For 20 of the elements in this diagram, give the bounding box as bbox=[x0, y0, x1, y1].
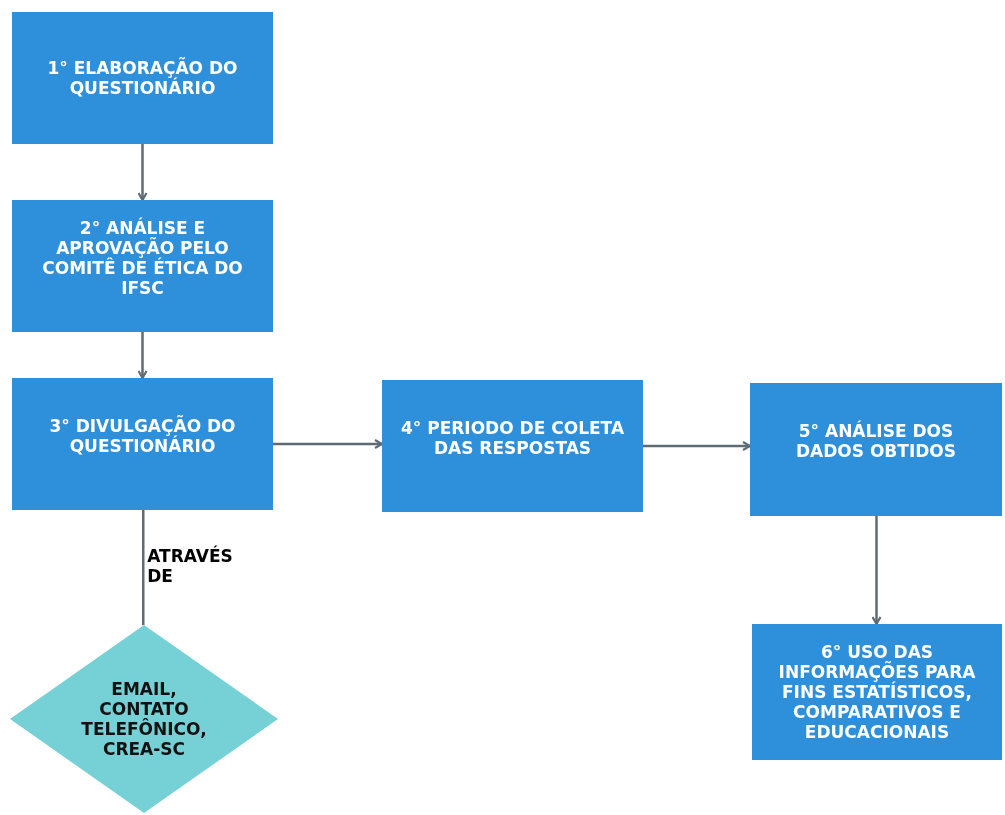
process-box bbox=[12, 12, 273, 144]
arrow bbox=[643, 440, 752, 452]
arrow bbox=[871, 516, 882, 626]
decision-diamond bbox=[10, 625, 278, 813]
step-text: 4° PERIODO DE COLETA DAS RESPOSTAS bbox=[399, 418, 626, 458]
arrow bbox=[273, 438, 384, 450]
process-box bbox=[750, 383, 1002, 516]
step-text: 3° DIVULGAÇÃO DO QUESTIONÁRIO bbox=[48, 416, 237, 456]
step-text: 6° USO DAS INFORMAÇÕES PARA FINS ESTATÍSTICOS, COMPARATIVOS E EDUCACIONAIS bbox=[777, 642, 977, 742]
step-text: 5° ANÁLISE DOS DADOS OBTIDOS bbox=[794, 421, 958, 461]
process-box bbox=[12, 200, 273, 332]
process-box bbox=[752, 624, 1002, 760]
arrow bbox=[137, 332, 148, 380]
process-box bbox=[12, 378, 273, 510]
step-text: EMAIL, CONTATO TELEFÔNICO, CREA-SC bbox=[80, 679, 208, 759]
step-text: 1° ELABORAÇÃO DO QUESTIONÁRIO bbox=[46, 58, 239, 98]
arrow bbox=[137, 144, 148, 202]
process-box bbox=[382, 380, 643, 512]
connector-line bbox=[142, 510, 145, 625]
step-text: 2° ANÁLISE E APROVAÇÃO PELO COMITÊ DE ÉTICA DO IFSC bbox=[41, 218, 244, 298]
